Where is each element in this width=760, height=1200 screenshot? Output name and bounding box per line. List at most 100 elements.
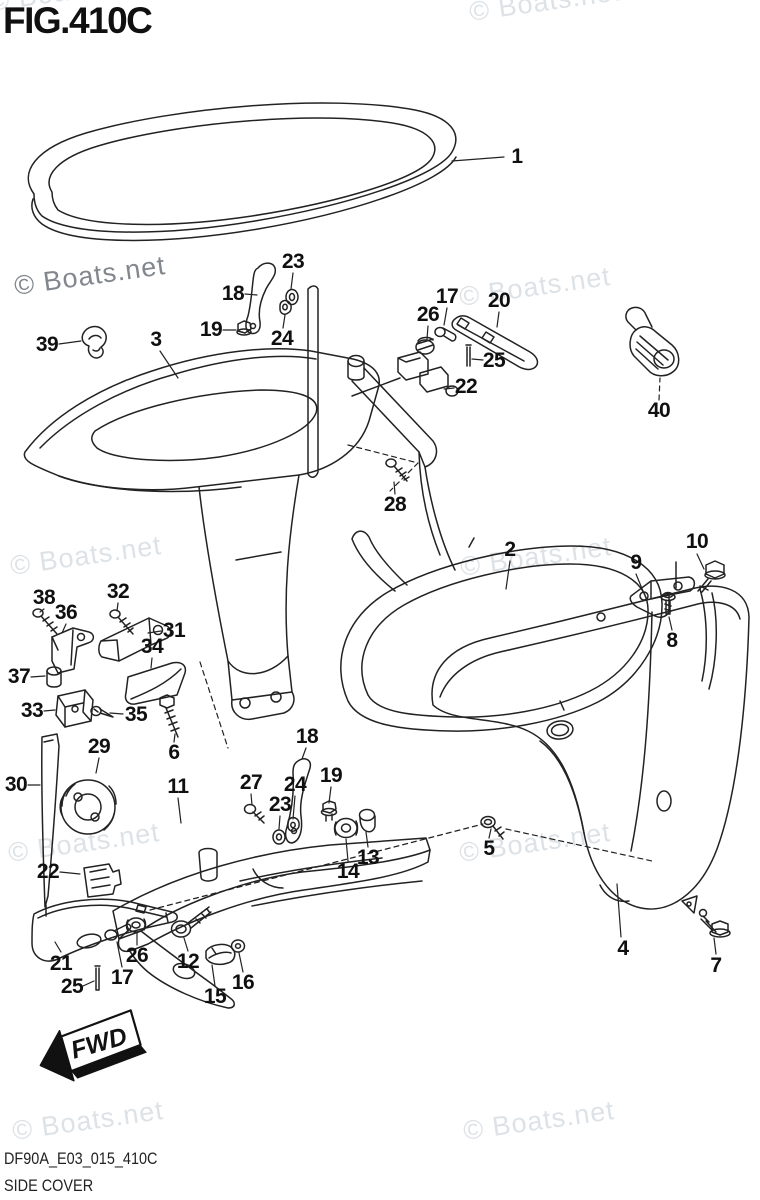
part-21-strip bbox=[31, 898, 178, 962]
figure-title: FIG.410C bbox=[3, 0, 153, 41]
part-label-30: 30 bbox=[4, 773, 28, 796]
part-label-24: 24 bbox=[270, 327, 294, 350]
part-label-26: 26 bbox=[416, 303, 440, 326]
part-27-screw bbox=[243, 803, 265, 824]
drawing-name: SIDE COVER bbox=[4, 1176, 94, 1195]
part-label-29: 29 bbox=[87, 735, 111, 758]
part-label-4: 4 bbox=[617, 937, 629, 960]
part-15-louver bbox=[205, 943, 236, 966]
part-label-19: 19 bbox=[199, 318, 223, 341]
part-label-18: 18 bbox=[295, 725, 319, 748]
part-17-pin-bottom bbox=[104, 923, 132, 941]
part-label-26: 26 bbox=[125, 944, 149, 967]
part-label-34: 34 bbox=[140, 635, 164, 658]
part-label-10: 10 bbox=[685, 530, 709, 553]
part-7-bolt bbox=[700, 915, 731, 938]
part-label-40: 40 bbox=[647, 399, 671, 422]
part-31-plate bbox=[98, 617, 172, 662]
part-14-grommet-small bbox=[333, 817, 359, 839]
part-11-lower-bracket bbox=[112, 837, 431, 1009]
part-22-grommet-assy-top bbox=[397, 351, 459, 397]
part-label-13: 13 bbox=[356, 846, 380, 869]
part-label-6: 6 bbox=[168, 741, 180, 764]
part-label-38: 38 bbox=[32, 586, 56, 609]
part-label-1: 1 bbox=[511, 145, 523, 168]
part-label-27: 27 bbox=[239, 771, 263, 794]
part-label-35: 35 bbox=[124, 703, 148, 726]
part-5-bolt bbox=[480, 815, 505, 840]
part-29-grommet bbox=[59, 779, 117, 835]
part-22-grommet-assy-bottom bbox=[83, 863, 122, 898]
part-label-22: 22 bbox=[454, 375, 478, 398]
part-10-bolt bbox=[697, 560, 726, 593]
part-label-23: 23 bbox=[268, 793, 292, 816]
part-24-washer-bottom bbox=[287, 816, 300, 832]
part-label-23: 23 bbox=[281, 250, 305, 273]
part-39-clip bbox=[81, 325, 107, 359]
part-label-19: 19 bbox=[319, 764, 343, 787]
part-label-18: 18 bbox=[221, 282, 245, 305]
part-1-top-seal bbox=[27, 102, 457, 242]
part-38-screw bbox=[32, 608, 58, 635]
part-19-bolt-top bbox=[236, 320, 252, 336]
part-30-cable-tie bbox=[40, 733, 60, 917]
part-label-31: 31 bbox=[162, 619, 186, 642]
part-40-plug bbox=[625, 306, 680, 377]
part-4-side-cover-right bbox=[431, 585, 750, 918]
part-8-screw bbox=[660, 591, 676, 615]
part-label-12: 12 bbox=[176, 950, 200, 973]
part-19-bolt-bottom bbox=[320, 800, 338, 822]
fwd-arrow: FWD bbox=[39, 1009, 147, 1082]
part-label-16: 16 bbox=[231, 971, 255, 994]
part-label-33: 33 bbox=[20, 699, 44, 722]
part-3-side-cover-left bbox=[23, 285, 456, 720]
leader-lines bbox=[27, 156, 717, 987]
part-25-pin-bottom bbox=[94, 965, 101, 991]
part-label-22: 22 bbox=[36, 860, 60, 883]
part-17-pin-top bbox=[434, 326, 457, 342]
part-25-pin-top bbox=[465, 344, 472, 367]
part-label-25: 25 bbox=[60, 975, 84, 998]
part-label-39: 39 bbox=[35, 333, 59, 356]
projection-lines bbox=[149, 377, 661, 911]
drawing-code: DF90A_E03_015_410C bbox=[4, 1149, 158, 1168]
part-label-5: 5 bbox=[483, 837, 495, 860]
part-label-9: 9 bbox=[630, 551, 642, 574]
part-28-screw bbox=[385, 458, 410, 482]
part-37-grommet bbox=[46, 666, 62, 688]
part-16-washer bbox=[230, 939, 246, 953]
part-label-20: 20 bbox=[487, 289, 511, 312]
part-label-7: 7 bbox=[710, 954, 722, 977]
part-35-screw bbox=[90, 705, 114, 718]
part-24-washer-top bbox=[279, 299, 292, 315]
part-label-28: 28 bbox=[383, 493, 407, 516]
part-label-2: 2 bbox=[504, 538, 516, 561]
part-label-3: 3 bbox=[150, 328, 162, 351]
part-label-37: 37 bbox=[7, 665, 31, 688]
part-label-24: 24 bbox=[283, 773, 307, 796]
part-label-32: 32 bbox=[106, 580, 130, 603]
part-label-17: 17 bbox=[435, 285, 459, 308]
part-12-screw bbox=[170, 906, 212, 938]
part-label-15: 15 bbox=[203, 985, 227, 1008]
part-13-cap bbox=[358, 808, 376, 833]
part-label-25: 25 bbox=[482, 349, 506, 372]
part-36-bracket bbox=[51, 627, 95, 674]
part-label-36: 36 bbox=[54, 601, 78, 624]
part-label-8: 8 bbox=[666, 629, 678, 652]
part-23-washer-bottom bbox=[272, 829, 286, 845]
part-34-pad bbox=[124, 661, 187, 705]
footer: DF90A_E03_015_410C SIDE COVER bbox=[4, 1148, 185, 1197]
part-32-screw bbox=[109, 609, 134, 635]
part-2-seal-ring bbox=[340, 530, 663, 732]
part-33-bracket bbox=[55, 689, 94, 728]
part-23-washer-top bbox=[285, 288, 299, 306]
part-label-21: 21 bbox=[49, 952, 73, 975]
part-label-11: 11 bbox=[167, 775, 189, 798]
part-26-cap bbox=[415, 336, 435, 355]
part-6-bolt bbox=[159, 694, 180, 738]
part-20-strip bbox=[451, 315, 539, 371]
part-label-17: 17 bbox=[110, 966, 134, 989]
